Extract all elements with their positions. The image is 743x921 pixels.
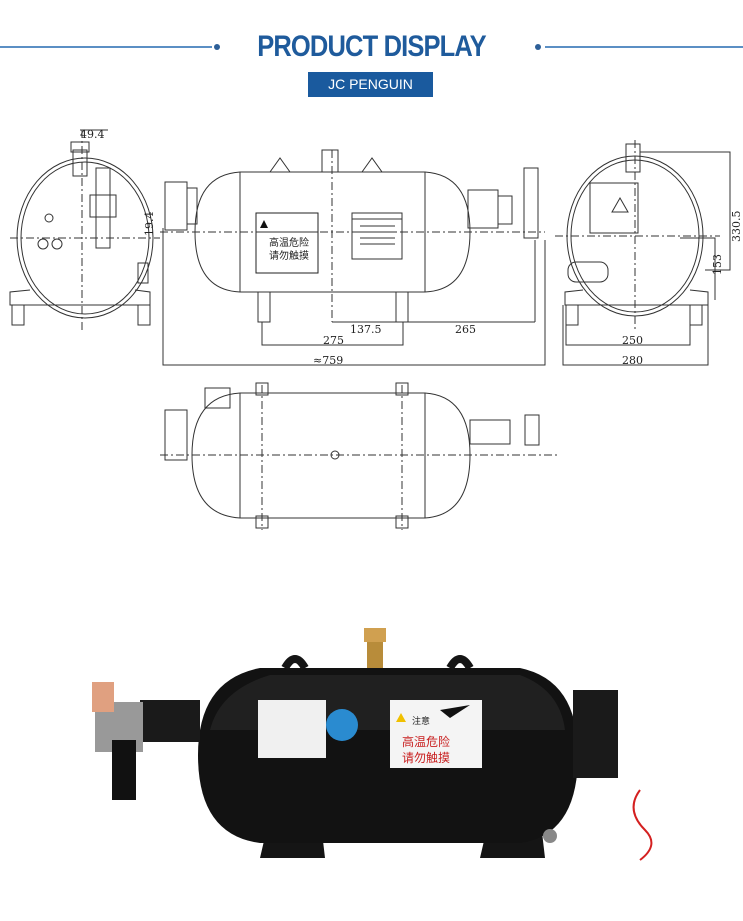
dim-19-4: 19.4 <box>143 212 156 237</box>
dim-137-5: 137.5 <box>350 323 382 336</box>
product-photo <box>92 628 653 861</box>
photo-warning-line2: 请勿触摸 <box>402 751 450 765</box>
dim-153: 153 <box>711 254 724 275</box>
dim-330-5: 330.5 <box>730 211 743 243</box>
dim-280: 280 <box>622 354 643 367</box>
top-view <box>160 382 560 530</box>
left-end-view <box>9 129 160 330</box>
header-dot-right <box>535 44 541 50</box>
right-end-view <box>555 140 731 366</box>
drawing-warning-line2: 请勿触摸 <box>269 249 309 262</box>
front-view <box>160 149 546 366</box>
photo-warning-line1: 高温危险 <box>402 734 450 749</box>
drawing-warning-line1: 高温危险 <box>269 236 309 249</box>
header-line-right <box>545 46 743 48</box>
dim-265: 265 <box>455 323 476 336</box>
dim-250: 250 <box>622 334 643 347</box>
header-dot-left <box>214 44 220 50</box>
photo-warning-heading: 注意 <box>412 715 430 726</box>
dim-275: 275 <box>323 334 344 347</box>
page-title: PRODUCT DISPLAY <box>257 30 486 63</box>
dim-759: ≈759 <box>313 354 343 367</box>
header-line-left <box>0 46 212 48</box>
dim-49-4: 49.4 <box>80 128 105 141</box>
brand-badge: JC PENGUIN <box>308 72 433 97</box>
